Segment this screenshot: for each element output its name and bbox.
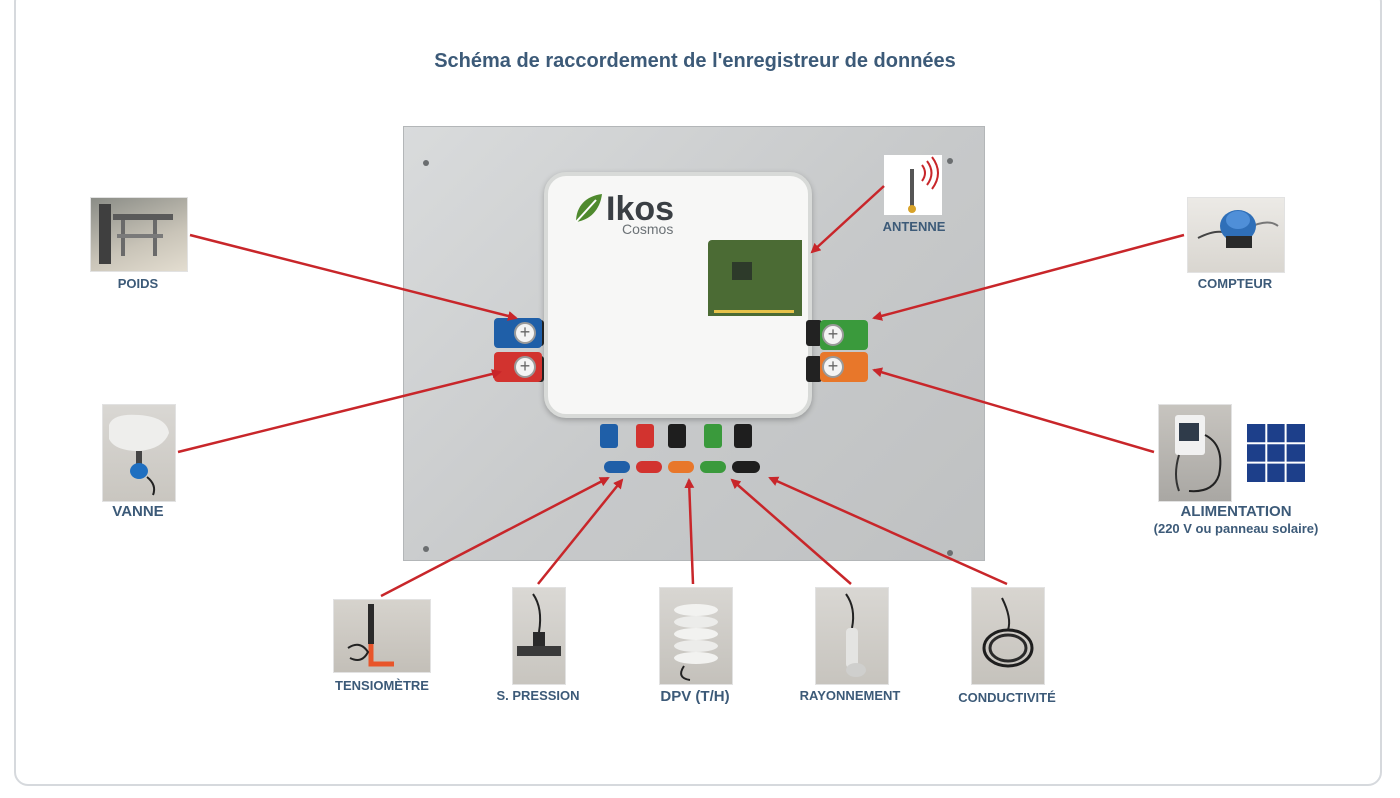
label-vanne: VANNE — [112, 503, 164, 520]
weight-sensor-photo — [90, 197, 188, 272]
port-tag-red — [636, 461, 662, 473]
board-screw — [947, 550, 953, 556]
board-screw — [423, 160, 429, 166]
conductivity-sensor-photo — [971, 587, 1045, 685]
port-weight-blue: + — [494, 318, 542, 348]
arrow-vanne — [177, 369, 502, 454]
label-conductivite: CONDUCTIVITÉ — [958, 690, 1056, 705]
brand-logo: Ikos — [606, 190, 675, 228]
tensiometer-icon — [347, 604, 394, 667]
chip-icon — [732, 262, 752, 280]
bottom-port-blue — [600, 424, 618, 448]
leaf-logo-icon — [575, 194, 602, 223]
dpv-sensor-photo — [659, 587, 733, 685]
label-antenne: ANTENNE — [882, 219, 946, 234]
cable-coil-icon — [982, 597, 1034, 668]
scale-icon — [99, 204, 173, 264]
solar-panel-photo — [1247, 424, 1305, 482]
bottom-port-green — [704, 424, 722, 448]
arrow-dpv — [684, 478, 695, 585]
arrow-rayonnement — [730, 478, 852, 585]
antenna-icon — [908, 156, 939, 213]
port-tag-black — [732, 461, 760, 473]
label-s-pression: S. PRESSION — [496, 688, 580, 703]
bottom-port-black — [668, 424, 686, 448]
board-screw — [947, 158, 953, 164]
port-counter-green: + — [820, 320, 868, 350]
radiation-sensor-photo — [815, 587, 889, 685]
water-meter-icon — [1197, 210, 1279, 248]
radiation-shield-icon — [674, 604, 718, 681]
pressure-sensor-icon — [517, 593, 561, 656]
cable-plug — [806, 320, 822, 346]
port-tag-orange — [668, 461, 694, 473]
tensiometer-photo — [333, 599, 431, 673]
plus-icon: + — [514, 356, 536, 378]
bottom-port-black — [734, 424, 752, 448]
valve-photo — [102, 404, 176, 502]
port-power-orange: + — [820, 352, 868, 382]
label-compteur: COMPTEUR — [1197, 276, 1273, 291]
bottom-port-red — [636, 424, 654, 448]
counter-photo — [1187, 197, 1285, 273]
arrow-tensiometre — [380, 476, 610, 598]
plus-icon: + — [822, 324, 844, 346]
arrow-s-pression — [537, 478, 624, 585]
pressure-sensor-photo — [512, 587, 566, 685]
arrow-alimentation — [872, 367, 1155, 454]
arrow-compteur — [872, 233, 1185, 321]
power-supply-icon — [1175, 415, 1222, 493]
enclosure-cover — [700, 316, 804, 410]
board-screw — [423, 546, 429, 552]
label-poids: POIDS — [117, 276, 159, 291]
antenna-photo — [884, 155, 942, 215]
label-rayonnement: RAYONNEMENT — [799, 688, 901, 703]
plus-icon: + — [822, 356, 844, 378]
port-valve-red: + — [494, 352, 542, 382]
diagram-title: Schéma de raccordement de l'enregistreur… — [434, 50, 956, 72]
cable-plug — [806, 356, 822, 382]
plus-icon: + — [514, 322, 536, 344]
label-dpv: DPV (T/H) — [660, 688, 730, 705]
solar-panel-icon — [1247, 424, 1305, 482]
label-alimentation: ALIMENTATION — [1180, 503, 1292, 520]
label-alimentation-sub: (220 V ou panneau solaire) — [1153, 521, 1319, 536]
port-tag-green — [700, 461, 726, 473]
port-tag-blue — [604, 461, 630, 473]
arrow-poids — [189, 233, 518, 321]
model-name: Cosmos — [622, 221, 674, 237]
arrow-antenne — [810, 185, 885, 254]
power-supply-photo — [1158, 404, 1232, 502]
pyranometer-icon — [845, 593, 866, 677]
label-tensiometre: TENSIOMÈTRE — [335, 678, 429, 693]
valve-icon — [109, 414, 169, 496]
arrow-conductivite — [768, 476, 1008, 586]
